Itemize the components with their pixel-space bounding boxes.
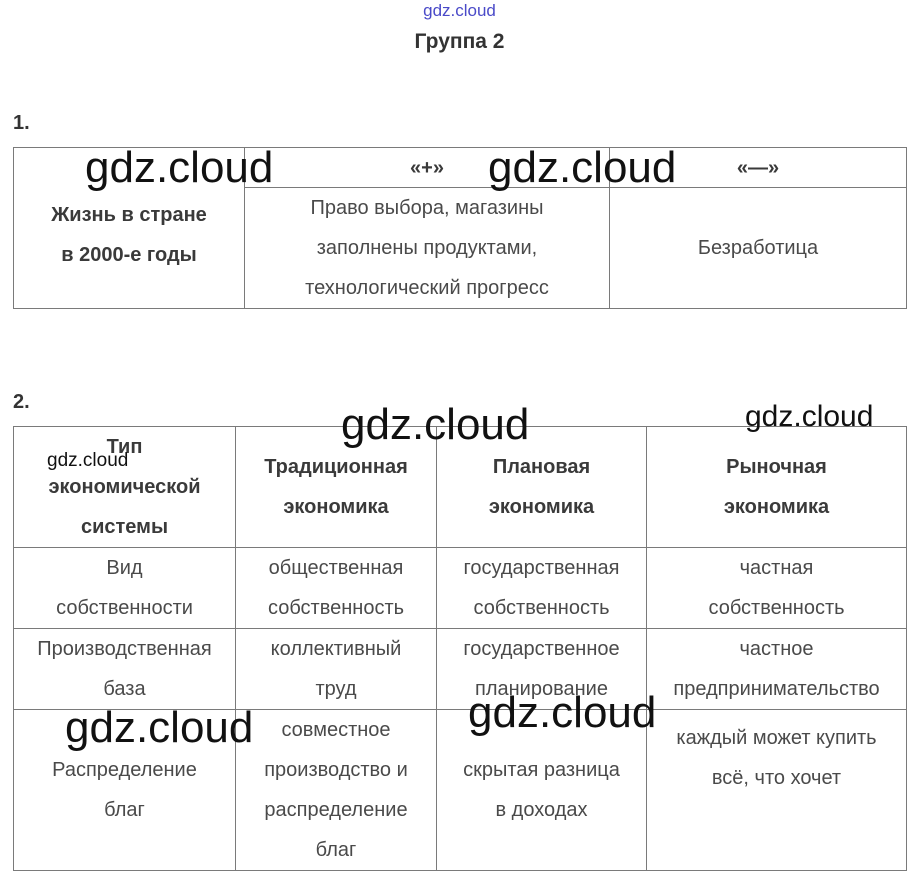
row-label-cell: Вид собственности: [13, 547, 236, 629]
watermark: gdz.cloud: [65, 703, 254, 752]
row-label-cell: Жизнь в стране в 2000-е годы: [13, 147, 245, 309]
cell-line: скрытая разница: [463, 759, 620, 781]
traditional-cell: совместное производство и распределение …: [235, 709, 437, 871]
cell-line: всё, что хочет: [711, 767, 842, 789]
row-label-cell: Производственная база: [13, 628, 236, 710]
plus-line: технологический прогресс: [305, 277, 549, 299]
watermark: gdz.cloud: [468, 688, 657, 737]
header-line: Плановая: [492, 456, 591, 478]
watermark: gdz.cloud: [488, 143, 677, 192]
cell-line: частное: [739, 638, 814, 660]
table-row: Вид собственности общественная собственн…: [13, 547, 907, 629]
cell-line: труд: [315, 678, 357, 700]
cell-line: база: [103, 678, 146, 700]
market-cell: частное предпринимательство: [646, 628, 907, 710]
header-line: Тип: [106, 436, 143, 458]
planned-cell: скрытая разница в доходах: [436, 709, 647, 871]
header-line: экономической: [48, 476, 201, 498]
header-line: экономика: [723, 496, 830, 518]
market-cell: каждый может купить всё, что хочет: [646, 709, 907, 871]
plus-cell: Право выбора, магазины заполнены продукт…: [244, 187, 610, 309]
cell-line: благ: [315, 839, 357, 861]
cell-line: частная: [739, 557, 814, 579]
traditional-cell: общественная собственность: [235, 547, 437, 629]
cell-line: Распределение: [52, 759, 197, 781]
header-traditional-cell: Традиционная экономика: [235, 426, 437, 548]
header-market-cell: Рыночная экономика: [646, 426, 907, 548]
cell-line: общественная: [268, 557, 404, 579]
cell-line: Производственная: [37, 638, 212, 660]
economy-types-table: Тип экономической системы Традиционная э…: [13, 426, 907, 871]
cell-line: Вид: [106, 557, 143, 579]
cell-line: собственности: [56, 597, 193, 619]
traditional-cell: коллективный труд: [235, 628, 437, 710]
header-type-cell: Тип экономической системы: [13, 426, 236, 548]
minus-cell: Безработица: [609, 187, 907, 309]
plus-line: Право выбора, магазины: [310, 197, 544, 219]
cell-line: в доходах: [495, 799, 588, 821]
watermark: gdz.cloud: [745, 400, 874, 433]
row-label-cell: Распределение благ: [13, 709, 236, 871]
cell-line: распределение: [264, 799, 408, 821]
watermark: gdz.cloud: [47, 450, 129, 471]
cell-line: совместное: [281, 719, 391, 741]
cell-line: предпринимательство: [673, 678, 880, 700]
header-line: системы: [80, 516, 169, 538]
row-label-line: Жизнь в стране: [51, 204, 207, 226]
table-row: Распределение благ совместное производст…: [13, 709, 907, 871]
cell-line: государственная: [463, 557, 620, 579]
plus-line: заполнены продуктами,: [316, 237, 538, 259]
watermark: gdz.cloud: [341, 400, 530, 449]
table-row: Производственная база коллективный труд …: [13, 628, 907, 710]
cell-line: собственность: [708, 597, 845, 619]
pros-cons-table: Жизнь в стране в 2000-е годы «+» «—» Пра…: [13, 147, 907, 309]
header-line: Традиционная: [264, 456, 408, 478]
cell-line: каждый может купить: [676, 727, 877, 749]
page-title: Группа 2: [414, 30, 505, 53]
row-label-line: в 2000-е годы: [61, 244, 197, 266]
header-line: Рыночная: [726, 456, 827, 478]
header-line: экономика: [488, 496, 595, 518]
header-minus: «—»: [609, 147, 907, 188]
cell-line: собственность: [473, 597, 610, 619]
header-line: экономика: [283, 496, 389, 518]
section-1-number: 1.: [13, 112, 30, 134]
site-logo[interactable]: gdz.cloud: [423, 1, 496, 20]
planned-cell: государственная собственность: [436, 547, 647, 629]
market-cell: частная собственность: [646, 547, 907, 629]
watermark: gdz.cloud: [85, 143, 274, 192]
planned-cell: государственное планирование: [436, 628, 647, 710]
cell-line: коллективный: [270, 638, 402, 660]
cell-line: благ: [104, 799, 145, 821]
header-plus: «+»: [244, 147, 610, 188]
cell-line: производство и: [264, 759, 408, 781]
cell-line: государственное: [463, 638, 620, 660]
section-2-number: 2.: [13, 391, 30, 413]
cell-line: планирование: [475, 678, 608, 700]
cell-line: собственность: [267, 597, 405, 619]
